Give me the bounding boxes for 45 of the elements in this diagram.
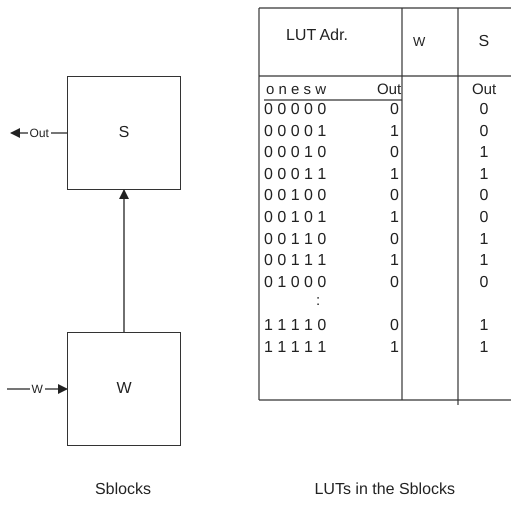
block-box: W xyxy=(67,332,181,446)
address-bits: 0 0 0 0 0 xyxy=(264,101,326,119)
column-header: W xyxy=(413,33,426,51)
column-header: S xyxy=(478,33,490,51)
output-value: 1 xyxy=(480,166,488,184)
output-value: 0 xyxy=(480,209,488,227)
output-value: 1 xyxy=(390,252,399,270)
output-value: 0 xyxy=(480,101,488,119)
address-bits: 0 0 1 0 1 xyxy=(264,209,326,227)
ellipsis: : xyxy=(316,292,320,310)
output-value: 1 xyxy=(480,338,488,357)
output-value: 0 xyxy=(390,187,399,206)
output-value: 1 xyxy=(480,230,488,249)
address-bits: 0 0 1 1 1 xyxy=(264,252,326,270)
output-value: 0 xyxy=(390,230,399,249)
block-box: S xyxy=(67,76,181,190)
output-value: 1 xyxy=(480,317,488,335)
column-header: Out xyxy=(472,81,496,99)
output-value: 1 xyxy=(390,122,399,141)
address-bits: 1 1 1 1 0 xyxy=(264,317,326,335)
address-bits: 0 0 1 1 0 xyxy=(264,230,326,249)
address-bits: 0 0 0 0 1 xyxy=(264,122,326,141)
column-header: LUT Adr. xyxy=(286,27,348,45)
arrow xyxy=(119,189,129,332)
output-value: 0 xyxy=(480,274,488,292)
address-bits-header: o n e s w xyxy=(266,81,326,99)
caption: LUTs in the Sblocks xyxy=(314,481,456,499)
output-value: 1 xyxy=(390,209,399,227)
output-value: 0 xyxy=(480,122,488,141)
output-value: 0 xyxy=(390,144,399,162)
caption: Sblocks xyxy=(95,481,152,499)
output-value: 0 xyxy=(480,187,488,206)
output-value: 1 xyxy=(480,252,488,270)
output-value: 0 xyxy=(390,101,399,119)
output-value: 0 xyxy=(390,317,399,335)
address-bits: 0 1 0 0 0 xyxy=(264,274,326,292)
column-header: Out xyxy=(377,81,402,99)
output-value: 0 xyxy=(390,274,399,292)
output-value: 1 xyxy=(390,338,399,357)
address-bits: 0 0 1 0 0 xyxy=(264,187,326,206)
output-value: 1 xyxy=(480,144,488,162)
output-value: 1 xyxy=(390,166,399,184)
address-bits: 0 0 0 1 1 xyxy=(264,166,326,184)
address-bits: 0 0 0 1 0 xyxy=(264,144,326,162)
address-bits: 1 1 1 1 1 xyxy=(264,338,326,357)
